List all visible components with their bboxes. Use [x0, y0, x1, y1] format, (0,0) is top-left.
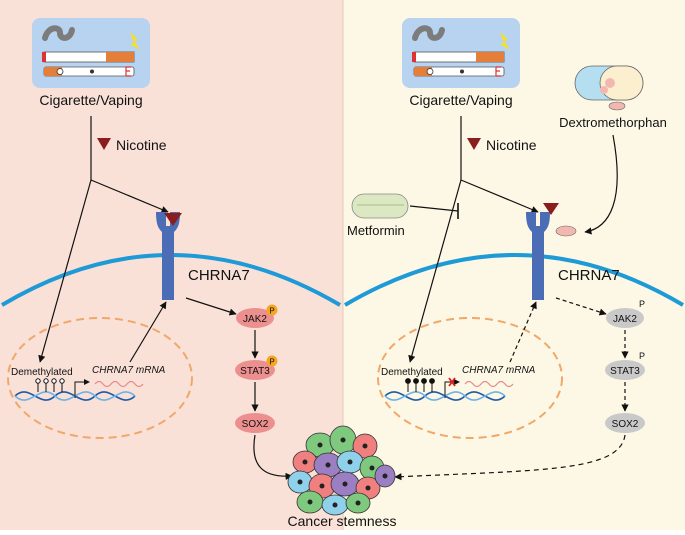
cancer-cells-icon — [287, 425, 396, 516]
left-arrow-to-dna — [38, 179, 92, 363]
right-sox2-node — [605, 413, 645, 433]
left-mrna-label: CHRNA7 mRNA — [92, 365, 166, 376]
left-stat3-phospho — [266, 355, 278, 367]
right-nucleus — [377, 317, 563, 439]
left-receptor-icon — [156, 212, 182, 300]
drug-arrow-to-receptor — [584, 134, 618, 235]
right-jak2-node — [606, 308, 644, 328]
left-stat3-label: STAT3 — [240, 366, 270, 377]
pill-icon — [351, 193, 409, 219]
left-mrna-wave — [94, 380, 144, 388]
left-jak2-p: P — [269, 307, 274, 316]
left-dna-icon — [14, 378, 136, 401]
right-source-label: Cigarette/Vaping — [409, 92, 512, 108]
right-membrane — [343, 253, 685, 307]
left-nucleus — [7, 317, 193, 439]
right-dna-icon — [384, 377, 506, 401]
left-arrow-sox2-to-cells — [253, 434, 293, 481]
left-ligand-label: Nicotine — [116, 137, 167, 153]
left-cigarette-vape-icon — [32, 18, 150, 88]
left-source-label: Cigarette/Vaping — [39, 92, 142, 108]
inhibition-line — [409, 205, 459, 212]
right-jak2-label: JAK2 — [613, 314, 637, 325]
right-mrna-wave — [464, 380, 514, 388]
right-jak2-p: P — [639, 299, 645, 309]
left-nicotine-triangle-icon — [97, 138, 111, 150]
right-arrow-sox2-to-cells — [394, 434, 626, 481]
right-arrow-mrna-to-receptor — [509, 301, 537, 363]
left-stat3-p: P — [269, 358, 274, 367]
left-arrow-receptor-to-jak2 — [185, 297, 237, 316]
right-demethylated-label: Demethylated — [381, 367, 443, 378]
right-mrna-label: CHRNA7 mRNA — [462, 365, 536, 376]
left-demethylated-label: Demethylated — [11, 367, 73, 378]
right-nicotine-triangle-icon — [467, 138, 481, 150]
right-cigarette-vape-icon — [402, 18, 520, 88]
right-stat3-p: P — [639, 351, 645, 361]
right-sox2-label: SOX2 — [612, 419, 639, 430]
right-stat3-node — [605, 360, 645, 380]
right-arrow-to-receptor — [460, 179, 539, 213]
left-jak2-label: JAK2 — [243, 314, 267, 325]
capsule-icon — [574, 65, 644, 111]
outcome-label: Cancer stemness — [288, 513, 397, 529]
right-receptor-label: CHRNA7 — [558, 267, 620, 284]
right-receptor-icon — [526, 203, 577, 300]
left-stat3-node — [235, 360, 275, 380]
left-arrow-to-receptor — [90, 179, 169, 213]
left-sox2-node — [235, 413, 275, 433]
drug-label: Dextromethorphan — [559, 115, 667, 130]
right-stat3-label: STAT3 — [610, 366, 640, 377]
right-ligand-label: Nicotine — [486, 137, 537, 153]
right-arrow-receptor-to-jak2 — [555, 297, 607, 316]
left-jak2-phospho — [266, 304, 278, 316]
left-receptor-label: CHRNA7 — [188, 267, 250, 284]
left-arrow-mrna-to-receptor — [129, 301, 167, 363]
inhibitor-label: Metformin — [347, 223, 405, 238]
left-sox2-label: SOX2 — [242, 419, 269, 430]
left-jak2-node — [236, 308, 274, 328]
